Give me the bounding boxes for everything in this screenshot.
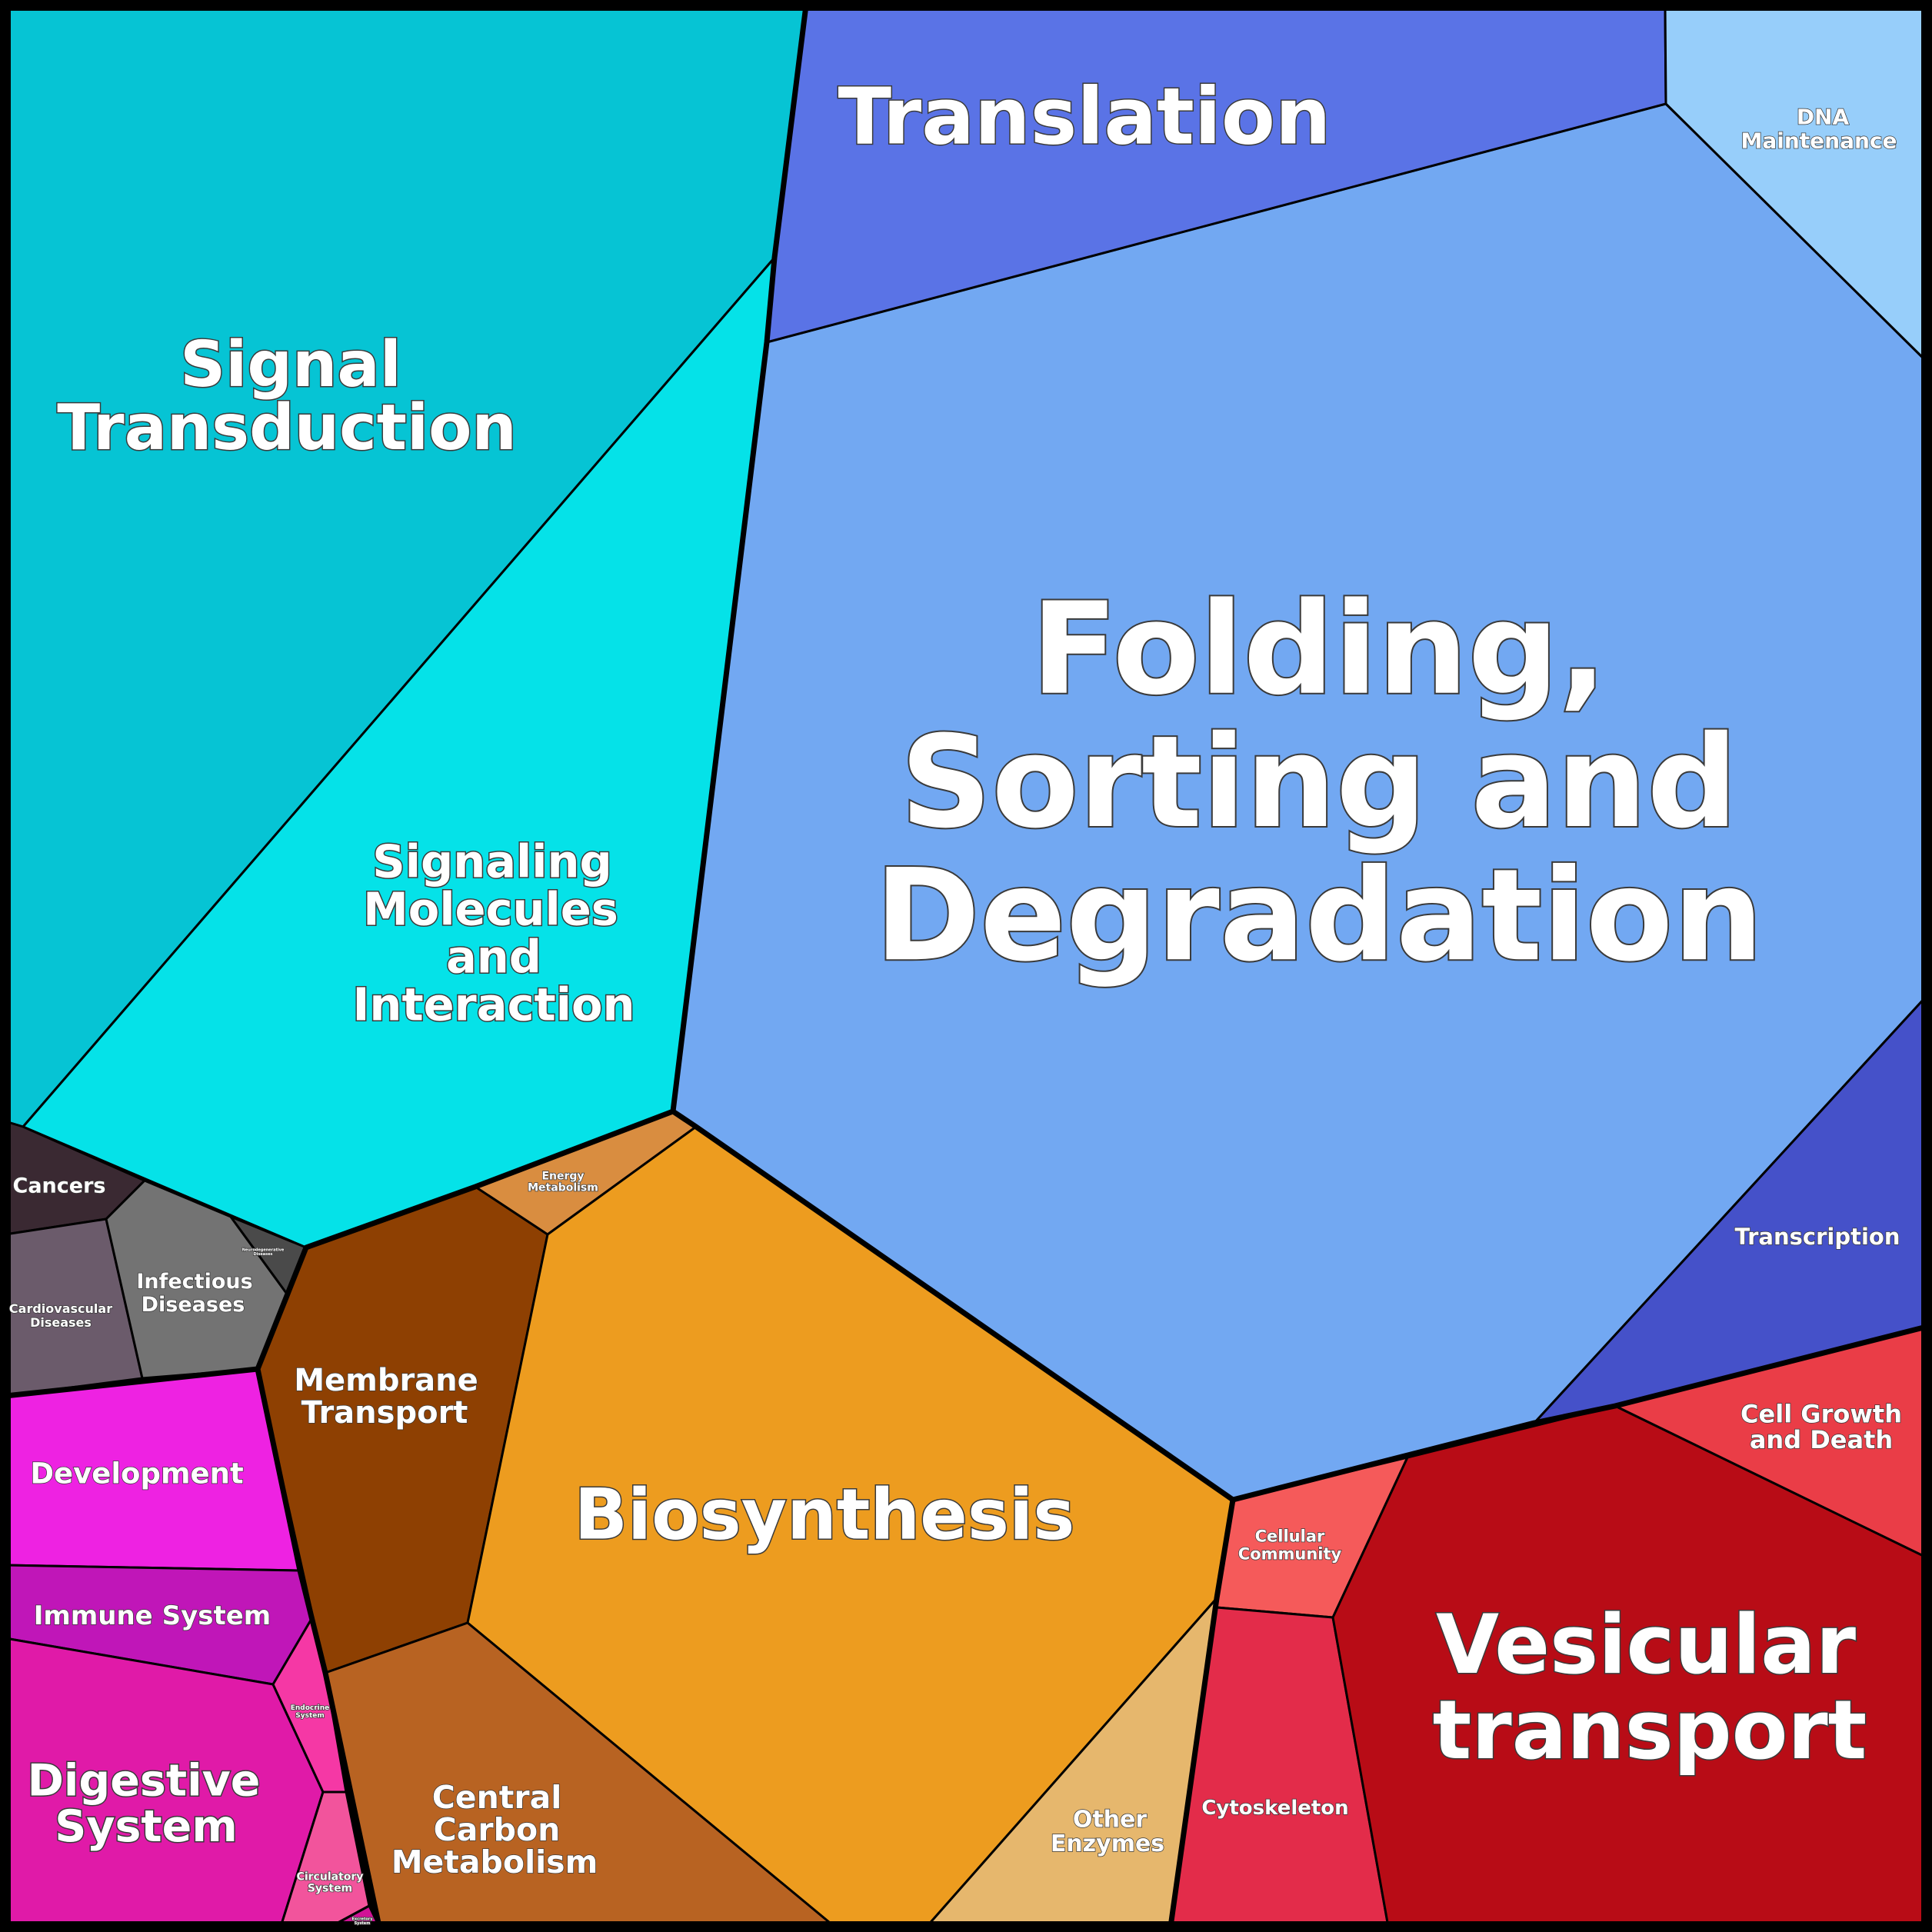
label-diseases-line: Diseases	[30, 1314, 92, 1329]
label-community-line: Community	[1238, 1545, 1342, 1564]
label-carbon-line: Carbon	[434, 1811, 561, 1848]
label-system-line-4: System	[355, 1921, 371, 1926]
label-dna-line: DNA	[1797, 104, 1850, 129]
label-other-line: Other	[1073, 1806, 1148, 1833]
label-vesicular-line: Vesicular	[1436, 1597, 1856, 1691]
label-system-line-2: System	[295, 1712, 325, 1720]
label-transduction-line: Transduction	[57, 391, 517, 465]
label-endocrine-line: Endocrine	[291, 1704, 330, 1712]
label-and-death-line: and Death	[1750, 1425, 1893, 1454]
border-metabolism-cellular	[1168, 1499, 1236, 1927]
label-transport-line-2: transport	[1433, 1683, 1867, 1777]
label-translation: Translation	[838, 72, 1331, 163]
label-energy-line: Energy	[541, 1170, 584, 1182]
border-diseases-organismal	[5, 1366, 258, 1399]
label-metabolism-line-2: Metabolism	[391, 1844, 598, 1880]
label-membrane-line: Membrane	[294, 1363, 478, 1398]
label-interaction-line: Interaction	[352, 978, 635, 1031]
border-genetic-environmental	[670, 5, 1927, 1503]
label-circulatory-line: Circulatory	[297, 1870, 364, 1883]
label-transport-line: Transport	[301, 1395, 468, 1431]
label-degradation-line: Degradation	[874, 841, 1763, 989]
label-diseases-line-2: Diseases	[142, 1292, 245, 1316]
label-neurodegenerative-line: Neurodegenerative	[242, 1247, 285, 1252]
label-system-line-3: System	[308, 1883, 352, 1895]
label-cytoskeleton: Cytoskeleton	[1201, 1797, 1348, 1820]
label-system-line: System	[55, 1801, 237, 1852]
label-transcription: Transcription	[1735, 1224, 1900, 1250]
label-immune-system: Immune System	[34, 1601, 271, 1631]
label-folding-line: Folding,	[1031, 575, 1607, 723]
label-signaling-line: Signaling	[372, 834, 611, 888]
label-cardiovascular-line: Cardiovascular	[9, 1301, 112, 1316]
label-molecules-line: Molecules	[363, 882, 618, 935]
label-cell-growth-line: Cell Growth	[1740, 1399, 1902, 1428]
label-diseases-line-3: Diseases	[254, 1252, 273, 1257]
label-signal-line: Signal	[180, 328, 401, 401]
label-excretory-line: Excretory	[351, 1917, 373, 1921]
label-digestive-line: Digestive	[28, 1755, 261, 1806]
label-and-line: and	[446, 930, 541, 983]
label-cellular-line: Cellular	[1255, 1527, 1325, 1545]
label-infectious-line: Infectious	[136, 1270, 252, 1294]
label-sorting-line: Sorting and	[901, 708, 1738, 856]
label-enzymes-line: Enzymes	[1051, 1830, 1164, 1857]
label-metabolism-line: Metabolism	[528, 1182, 598, 1194]
label-central-line: Central	[432, 1779, 562, 1816]
label-development: Development	[30, 1457, 243, 1491]
label-biosynthesis: Biosynthesis	[575, 1475, 1075, 1556]
label-maintenance-line: Maintenance	[1740, 128, 1897, 153]
label-cancers: Cancers	[13, 1174, 106, 1198]
